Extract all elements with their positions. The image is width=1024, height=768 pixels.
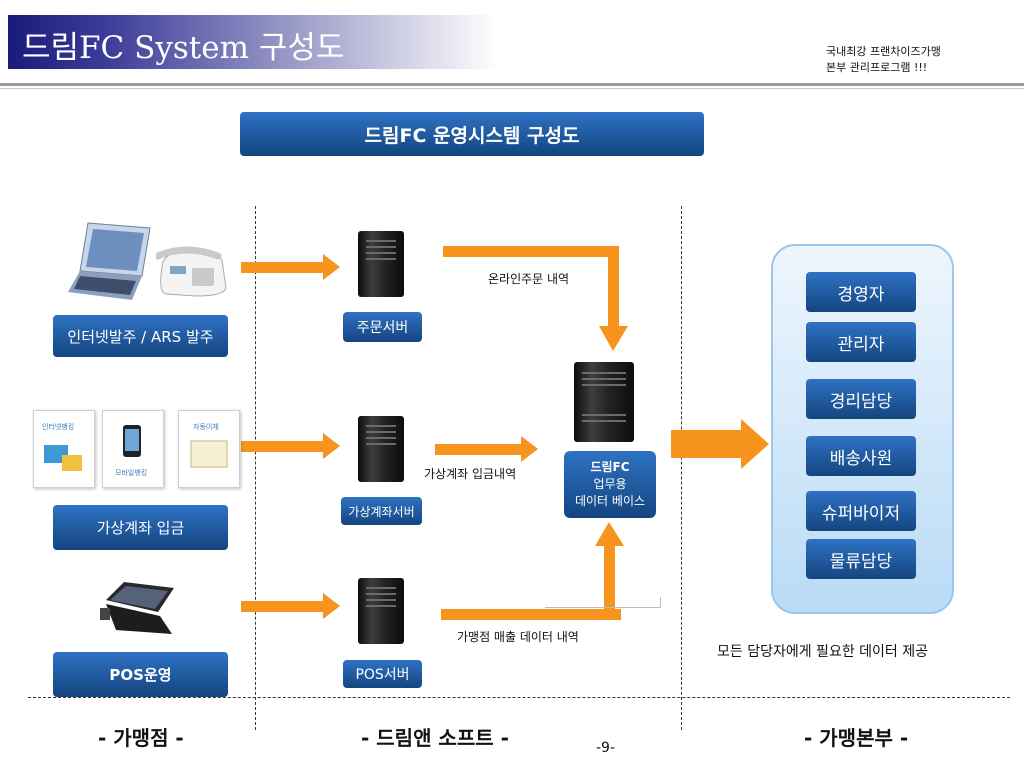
subtitle-line-1: 국내최강 프랜차이즈가맹 [826,45,941,58]
arrow-order-to-db-vertical [608,246,619,328]
arrow-virtual-to-server-head [323,433,340,459]
pos-server-label: POS서버 [343,660,422,688]
role-ceo: 경영자 [806,272,916,312]
online-order-flow-label: 온라인주문 내역 [488,272,570,286]
role-delivery: 배송사원 [806,436,916,476]
arrow-pos-to-db-head [595,522,624,546]
virtual-account-server-label: 가상계좌서버 [341,497,422,525]
diagram-banner: 드림FC 운영시스템 구성도 [240,112,704,156]
page-subtitle: 국내최강 프랜차이즈가맹 본부 관리프로그램 !!! [826,44,941,76]
arrow-internet-to-order-head [323,254,340,280]
server-icon [358,578,404,644]
arrow-order-to-db-horizontal [443,246,619,257]
section-label-headquarters: - 가맹본부 - [804,726,909,750]
arrow-order-to-db-head [599,326,628,351]
provide-data-text: 모든 담당자에게 필요한 데이터 제공 [717,644,928,660]
svg-text:인터넷뱅킹: 인터넷뱅킹 [42,422,74,431]
section-divider-right [681,206,682,730]
section-divider-left [255,206,256,730]
arrow-virtual-to-db [435,444,523,455]
internet-banking-icon: 인터넷뱅킹 [33,410,95,488]
internet-ars-order-label: 인터넷발주 / ARS 발주 [53,315,228,357]
arrow-db-to-roles [671,430,743,458]
database-label-line-1: 드림FC [590,460,630,474]
page-title: 드림FC System 구성도 [22,30,345,66]
virtual-account-deposit-label: 가상계좌 입금 [53,505,228,550]
role-accounting: 경리담당 [806,379,916,419]
pos-operation-label: POS운영 [53,652,228,697]
mobile-banking-icon: 모바일뱅킹 [102,410,164,488]
arrow-pos-to-db-horizontal [441,609,621,620]
arrow-pos-to-db-vertical [604,544,615,620]
order-server-label: 주문서버 [343,312,422,342]
arrow-virtual-to-server [241,441,325,452]
server-icon [358,231,404,297]
arrow-virtual-to-db-head [521,436,538,462]
header-divider [0,83,1024,86]
role-manager: 관리자 [806,322,916,362]
arrow-pos-to-server [241,601,325,612]
decorative-box [545,597,661,608]
section-divider-bottom [28,697,1010,698]
laptop-icon [68,222,151,300]
section-label-franchise: - 가맹점 - [98,726,184,750]
server-icon [358,416,404,482]
title-bar [8,15,498,69]
subtitle-line-2: 본부 관리프로그램 !!! [826,61,928,74]
telephone-icon [156,246,227,297]
role-supervisor: 슈퍼바이저 [806,491,916,531]
role-logistics: 물류담당 [806,539,916,579]
database-label: 드림FC 업무용 데이터 베이스 [564,451,656,518]
arrow-internet-to-order [241,262,325,273]
arrow-db-to-roles-head [741,419,769,469]
svg-text:모바일뱅킹: 모바일뱅킹 [115,468,147,477]
svg-text:자동이체: 자동이체 [193,422,219,431]
page-number: -9- [596,740,616,756]
server-icon [574,362,634,442]
arrow-pos-to-server-head [323,593,340,619]
auto-transfer-icon: 자동이체 [178,410,240,488]
database-label-line-2: 업무용 [593,477,627,491]
database-label-line-3: 데이터 베이스 [574,494,646,508]
pos-terminal-icon [100,582,174,634]
store-sales-flow-label: 가맹점 매출 데이터 내역 [457,630,579,644]
header-divider-thin [0,88,1024,89]
virtual-deposit-flow-label: 가상계좌 입금내역 [424,467,517,481]
section-label-dream-soft: - 드림앤 소프트 - [361,726,509,750]
